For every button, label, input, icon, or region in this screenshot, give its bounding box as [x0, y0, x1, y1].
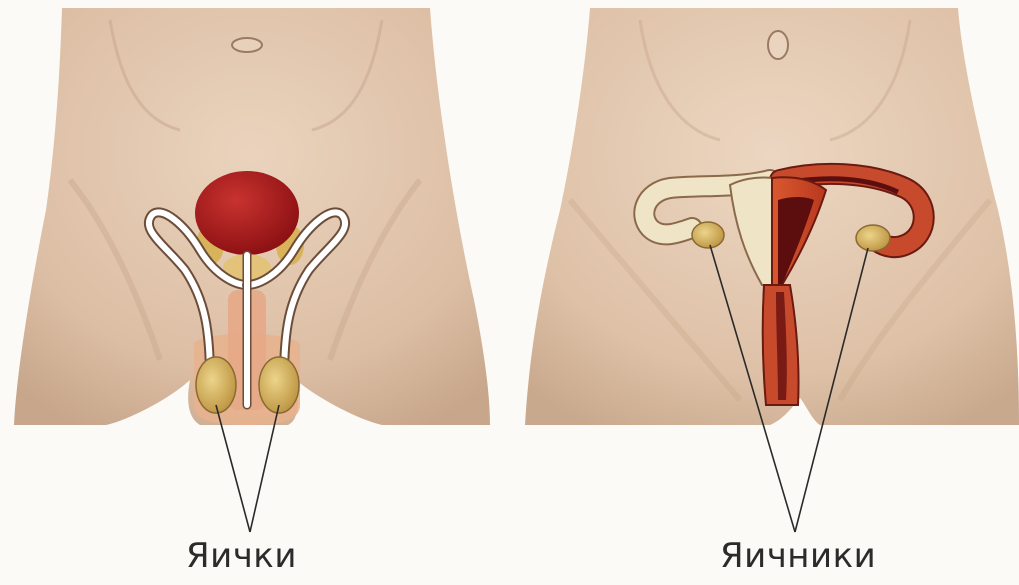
navel-icon [768, 31, 788, 59]
navel-icon [232, 38, 262, 52]
bladder [195, 171, 299, 255]
label-ovaries: Яичники [720, 536, 876, 576]
label-testes: Яички [186, 536, 297, 576]
ovary-right [856, 225, 890, 251]
ovary-left [692, 222, 724, 248]
testis-left [196, 357, 236, 413]
testis-right [259, 357, 299, 413]
